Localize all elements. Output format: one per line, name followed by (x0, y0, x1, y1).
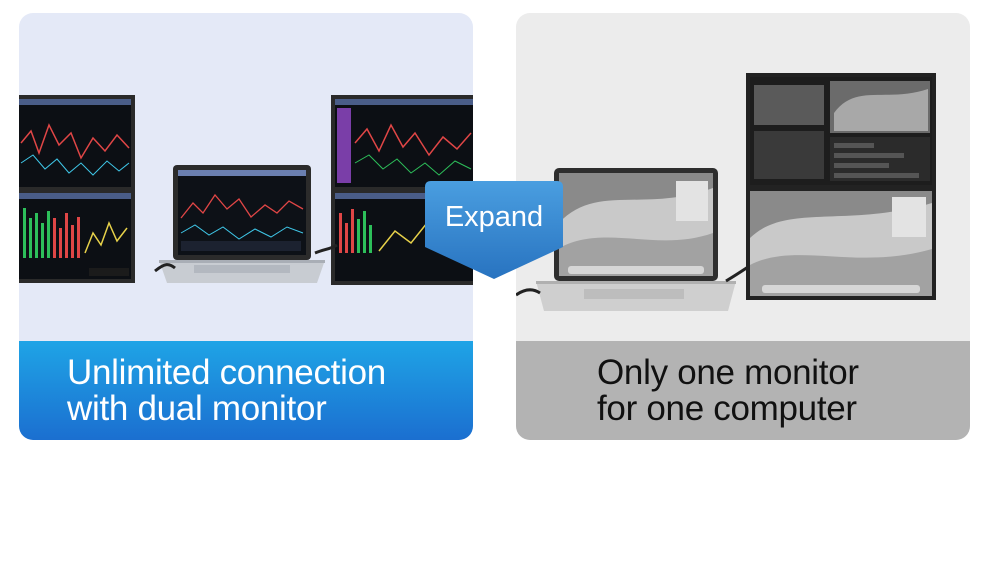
cable-right (725, 265, 749, 283)
expand-label: Expand (444, 201, 544, 233)
right-caption-line-1: Only one monitor (597, 352, 859, 392)
cable-left (154, 263, 176, 273)
left-dual-monitor (19, 95, 135, 283)
single-monitor-setup-illustration (516, 73, 936, 311)
left-caption-line-2: with dual monitor (67, 388, 327, 428)
left-comparison-panel: Unlimited connection with dual monitor (19, 13, 473, 440)
expand-badge: Expand (425, 181, 563, 281)
cable-right (314, 243, 338, 255)
right-caption: Only one monitor for one computer (516, 341, 970, 440)
right-comparison-panel: Only one monitor for one computer (516, 13, 970, 440)
center-laptop (159, 165, 325, 283)
left-caption: Unlimited connection with dual monitor (19, 341, 473, 440)
right-caption-line-2: for one computer (597, 388, 857, 428)
cable-left (516, 288, 541, 297)
grayscale-laptop (536, 168, 736, 311)
left-caption-line-1: Unlimited connection (67, 352, 386, 392)
stacked-portable-monitor (746, 73, 936, 300)
badge-arrow-shape (425, 181, 563, 279)
